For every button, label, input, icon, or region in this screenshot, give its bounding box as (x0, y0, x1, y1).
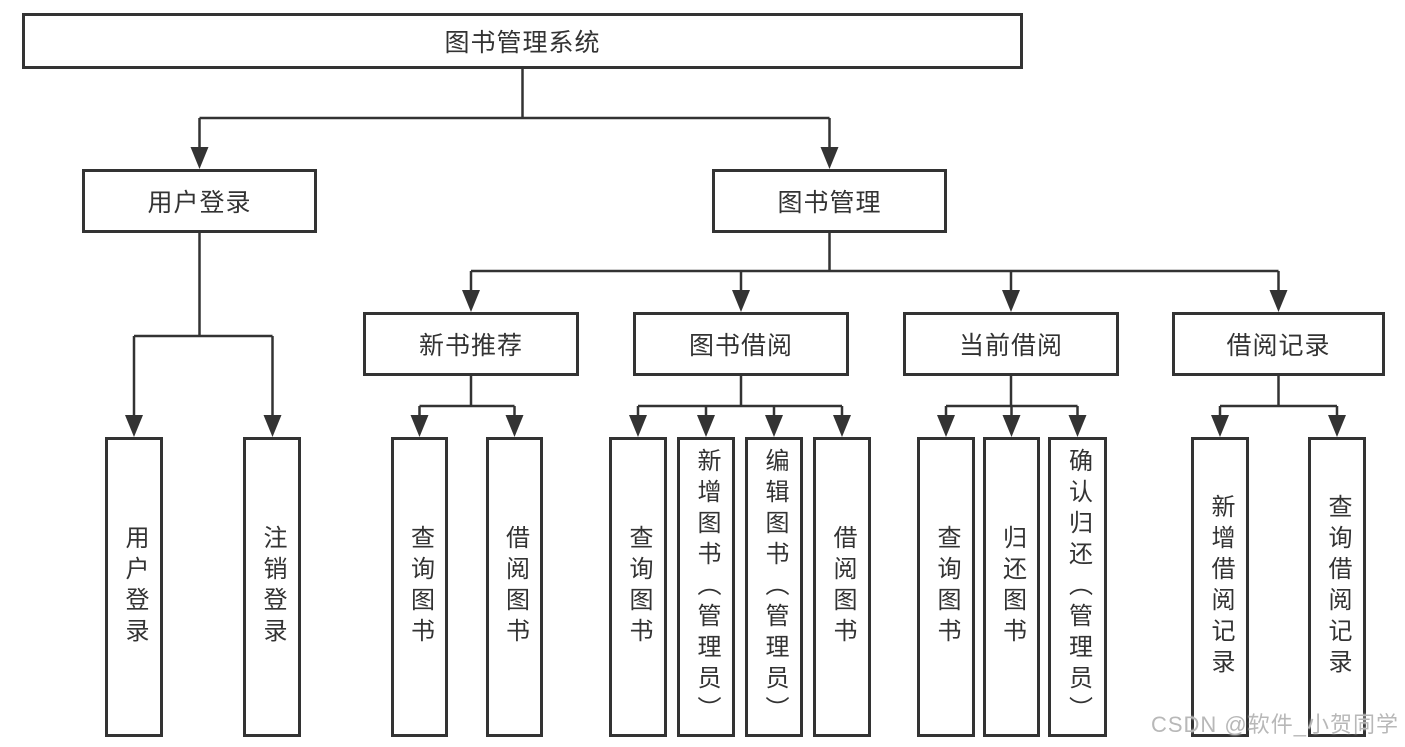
branch-user-login-label: 用户登录 (147, 189, 252, 217)
branch-user-login: 用户登录 (82, 169, 317, 233)
leaf-add-borrow-record-label: 新增借阅记录 (1207, 494, 1234, 680)
leaf-user-login-label: 用户登录 (121, 525, 148, 649)
leaf-query-borrow-record: 查询借阅记录 (1308, 437, 1366, 737)
leaf-query-books-borrow: 查询图书 (609, 437, 667, 737)
leaf-query-borrow-record-label: 查询借阅记录 (1324, 494, 1351, 680)
leaf-add-books-admin: 新增图书（管理员） (677, 437, 735, 737)
leaf-query-books-current-label: 查询图书 (933, 525, 960, 649)
leaf-query-books-recommend-label: 查询图书 (406, 525, 434, 649)
branch-book-management: 图书管理 (712, 169, 947, 233)
leaf-query-books-borrow-label: 查询图书 (625, 525, 652, 649)
leaf-add-borrow-record: 新增借阅记录 (1191, 437, 1249, 737)
section-current-borrow: 当前借阅 (903, 312, 1119, 376)
leaf-edit-books-admin-label: 编辑图书（管理员） (761, 447, 788, 727)
leaf-borrow-books: 借阅图书 (813, 437, 871, 737)
branch-book-management-label: 图书管理 (777, 189, 882, 217)
root-node-label: 图书管理系统 (444, 29, 601, 57)
leaf-return-books: 归还图书 (983, 437, 1040, 737)
section-new-book-recommend: 新书推荐 (363, 312, 579, 376)
leaf-user-login: 用户登录 (105, 437, 163, 737)
section-book-borrow-label: 图书借阅 (688, 332, 793, 360)
section-borrow-record: 借阅记录 (1172, 312, 1385, 376)
leaf-return-books-label: 归还图书 (998, 525, 1026, 649)
leaf-logout: 注销登录 (243, 437, 301, 737)
leaf-confirm-return-admin-label: 确认归还（管理员） (1064, 447, 1092, 727)
leaf-query-books-recommend: 查询图书 (391, 437, 448, 737)
leaf-borrow-books-recommend-label: 借阅图书 (501, 525, 529, 649)
root-node: 图书管理系统 (22, 13, 1023, 69)
section-borrow-record-label: 借阅记录 (1226, 332, 1331, 360)
leaf-logout-label: 注销登录 (259, 525, 286, 649)
leaf-borrow-books-recommend: 借阅图书 (486, 437, 543, 737)
leaf-borrow-books-label: 借阅图书 (829, 525, 856, 649)
section-book-borrow: 图书借阅 (633, 312, 849, 376)
section-current-borrow-label: 当前借阅 (958, 332, 1063, 360)
watermark: CSDN @软件_小贺同学 (1150, 712, 1399, 737)
section-new-book-recommend-label: 新书推荐 (418, 332, 523, 360)
leaf-confirm-return-admin: 确认归还（管理员） (1048, 437, 1107, 737)
leaf-add-books-admin-label: 新增图书（管理员） (693, 447, 720, 727)
leaf-edit-books-admin: 编辑图书（管理员） (745, 437, 803, 737)
leaf-query-books-current: 查询图书 (917, 437, 975, 737)
